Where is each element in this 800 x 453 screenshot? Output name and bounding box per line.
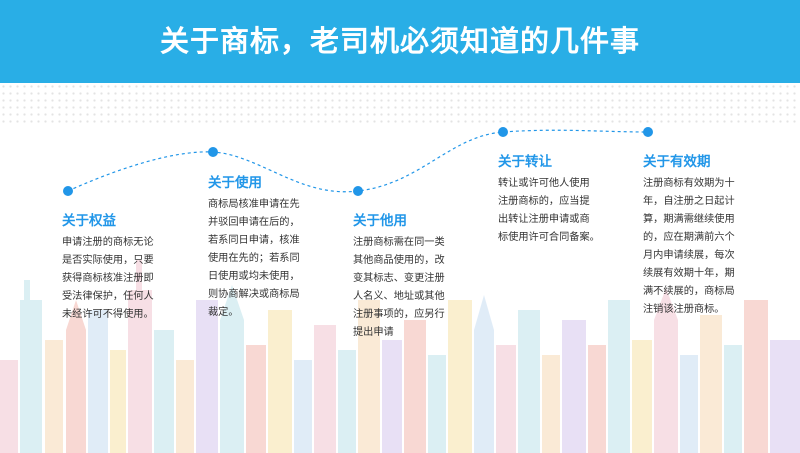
item-body: 商标局核准申请在先 并驳回申请在后的， 若系同日申请，核准 使用在先的；若系同 … <box>208 199 300 318</box>
item-body: 申请注册的商标无论 是否实际使用，只要 获得商标核准注册即 受法律保护，任何人 … <box>62 237 154 320</box>
timeline-node <box>353 186 363 196</box>
timeline-node <box>63 186 73 196</box>
title-banner: 关于商标，老司机必须知道的几件事 <box>0 0 800 83</box>
item-title: 关于他用 <box>353 213 407 229</box>
dotted-texture <box>0 83 800 123</box>
item-title: 关于转让 <box>498 154 552 170</box>
item-body: 注册商标有效期为十 年，自注册之日起计 算，期满需继续使用 的，应在期满前六个 … <box>643 178 735 315</box>
item-title: 关于有效期 <box>643 154 711 170</box>
item-title: 关于权益 <box>62 213 116 229</box>
item-body: 注册商标需在同一类 其他商品使用的，改 变其标志、变更注册 人名义、地址或其他 … <box>353 237 445 338</box>
page-title: 关于商标，老司机必须知道的几件事 <box>159 24 640 58</box>
timeline-item-rights: 关于权益 申请注册的商标无论 是否实际使用，只要 获得商标核准注册即 受法律保护… <box>62 209 154 324</box>
item-body: 转让或许可他人使用 注册商标的，应当提 出转让注册申请或商 标使用许可合同备案。 <box>498 178 600 243</box>
timeline-curve <box>67 129 649 193</box>
timeline-node <box>498 127 508 137</box>
timeline-item-other-use: 关于他用 注册商标需在同一类 其他商品使用的，改 变其标志、变更注册 人名义、地… <box>353 209 445 342</box>
timeline-node <box>643 127 653 137</box>
city-skyline-illustration <box>0 260 800 453</box>
item-title: 关于使用 <box>208 175 262 191</box>
timeline-item-usage: 关于使用 商标局核准申请在先 并驳回申请在后的， 若系同日申请，核准 使用在先的… <box>208 171 300 322</box>
timeline-item-transfer: 关于转让 转让或许可他人使用 注册商标的，应当提 出转让注册申请或商 标使用许可… <box>498 150 600 247</box>
timeline-node <box>208 147 218 157</box>
timeline-item-validity: 关于有效期 注册商标有效期为十 年，自注册之日起计 算，期满需继续使用 的，应在… <box>643 150 735 319</box>
